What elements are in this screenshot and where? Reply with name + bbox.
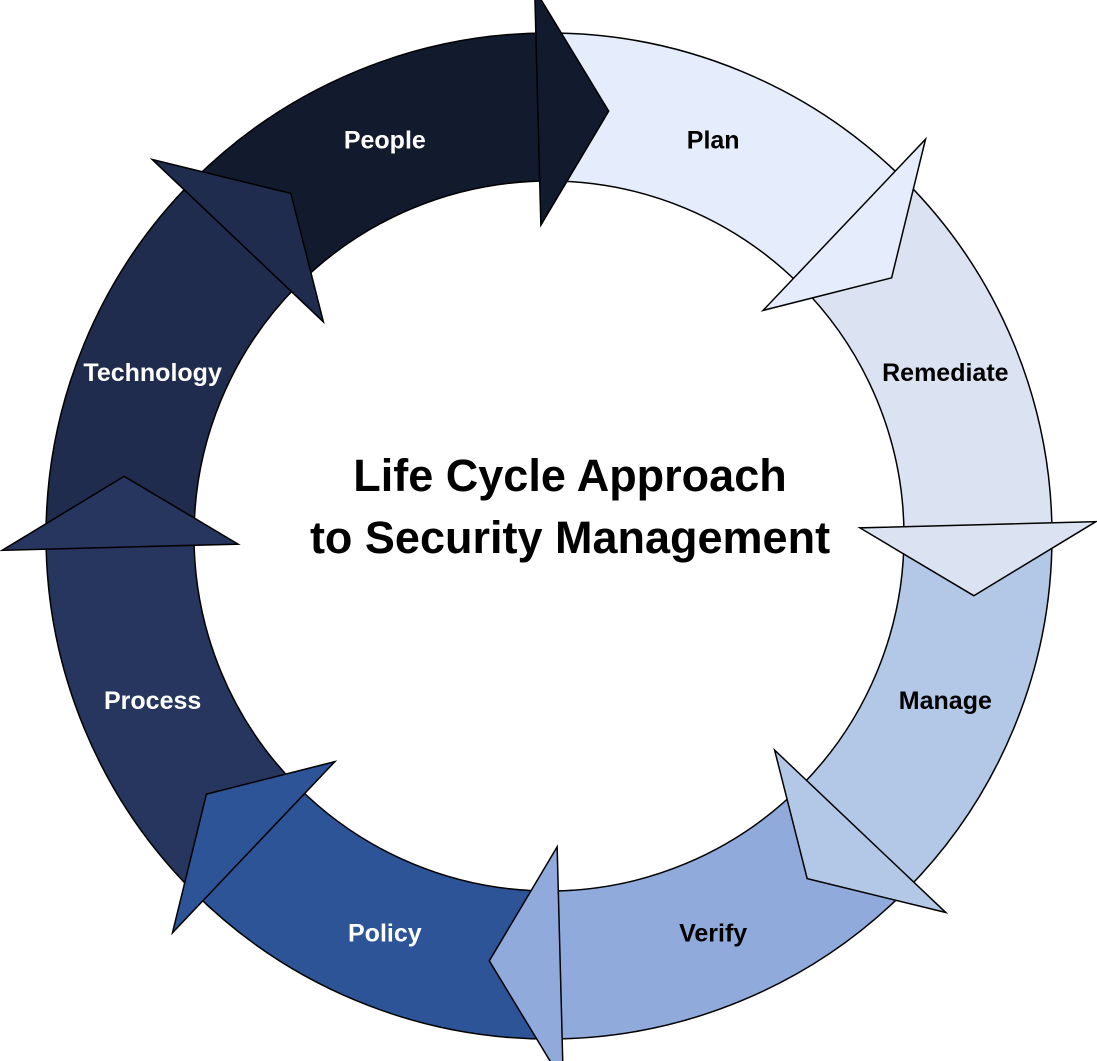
stage-label-process: Process <box>104 687 201 715</box>
stage-label-policy: Policy <box>348 919 422 947</box>
stage-label-remediate: Remediate <box>882 359 1009 387</box>
arrowhead-policy <box>171 760 338 936</box>
stage-label-technology: Technology <box>83 359 222 387</box>
arrowhead-manage <box>773 747 949 914</box>
stage-label-people: People <box>344 127 426 155</box>
arrowhead-process <box>0 475 241 552</box>
stage-label-plan: Plan <box>687 127 740 155</box>
arrowhead-verify <box>488 844 564 1061</box>
arrowhead-technology <box>149 158 325 325</box>
arrowhead-people <box>534 0 610 228</box>
stage-label-manage: Manage <box>899 687 992 715</box>
arrowhead-remediate <box>857 520 1097 597</box>
diagram-title: Life Cycle Approach to Security Manageme… <box>220 445 920 569</box>
arrowhead-plan <box>760 136 927 312</box>
title-line-2: to Security Management <box>309 512 831 563</box>
stage-label-verify: Verify <box>679 919 747 947</box>
title-line-1: Life Cycle Approach <box>353 450 787 501</box>
